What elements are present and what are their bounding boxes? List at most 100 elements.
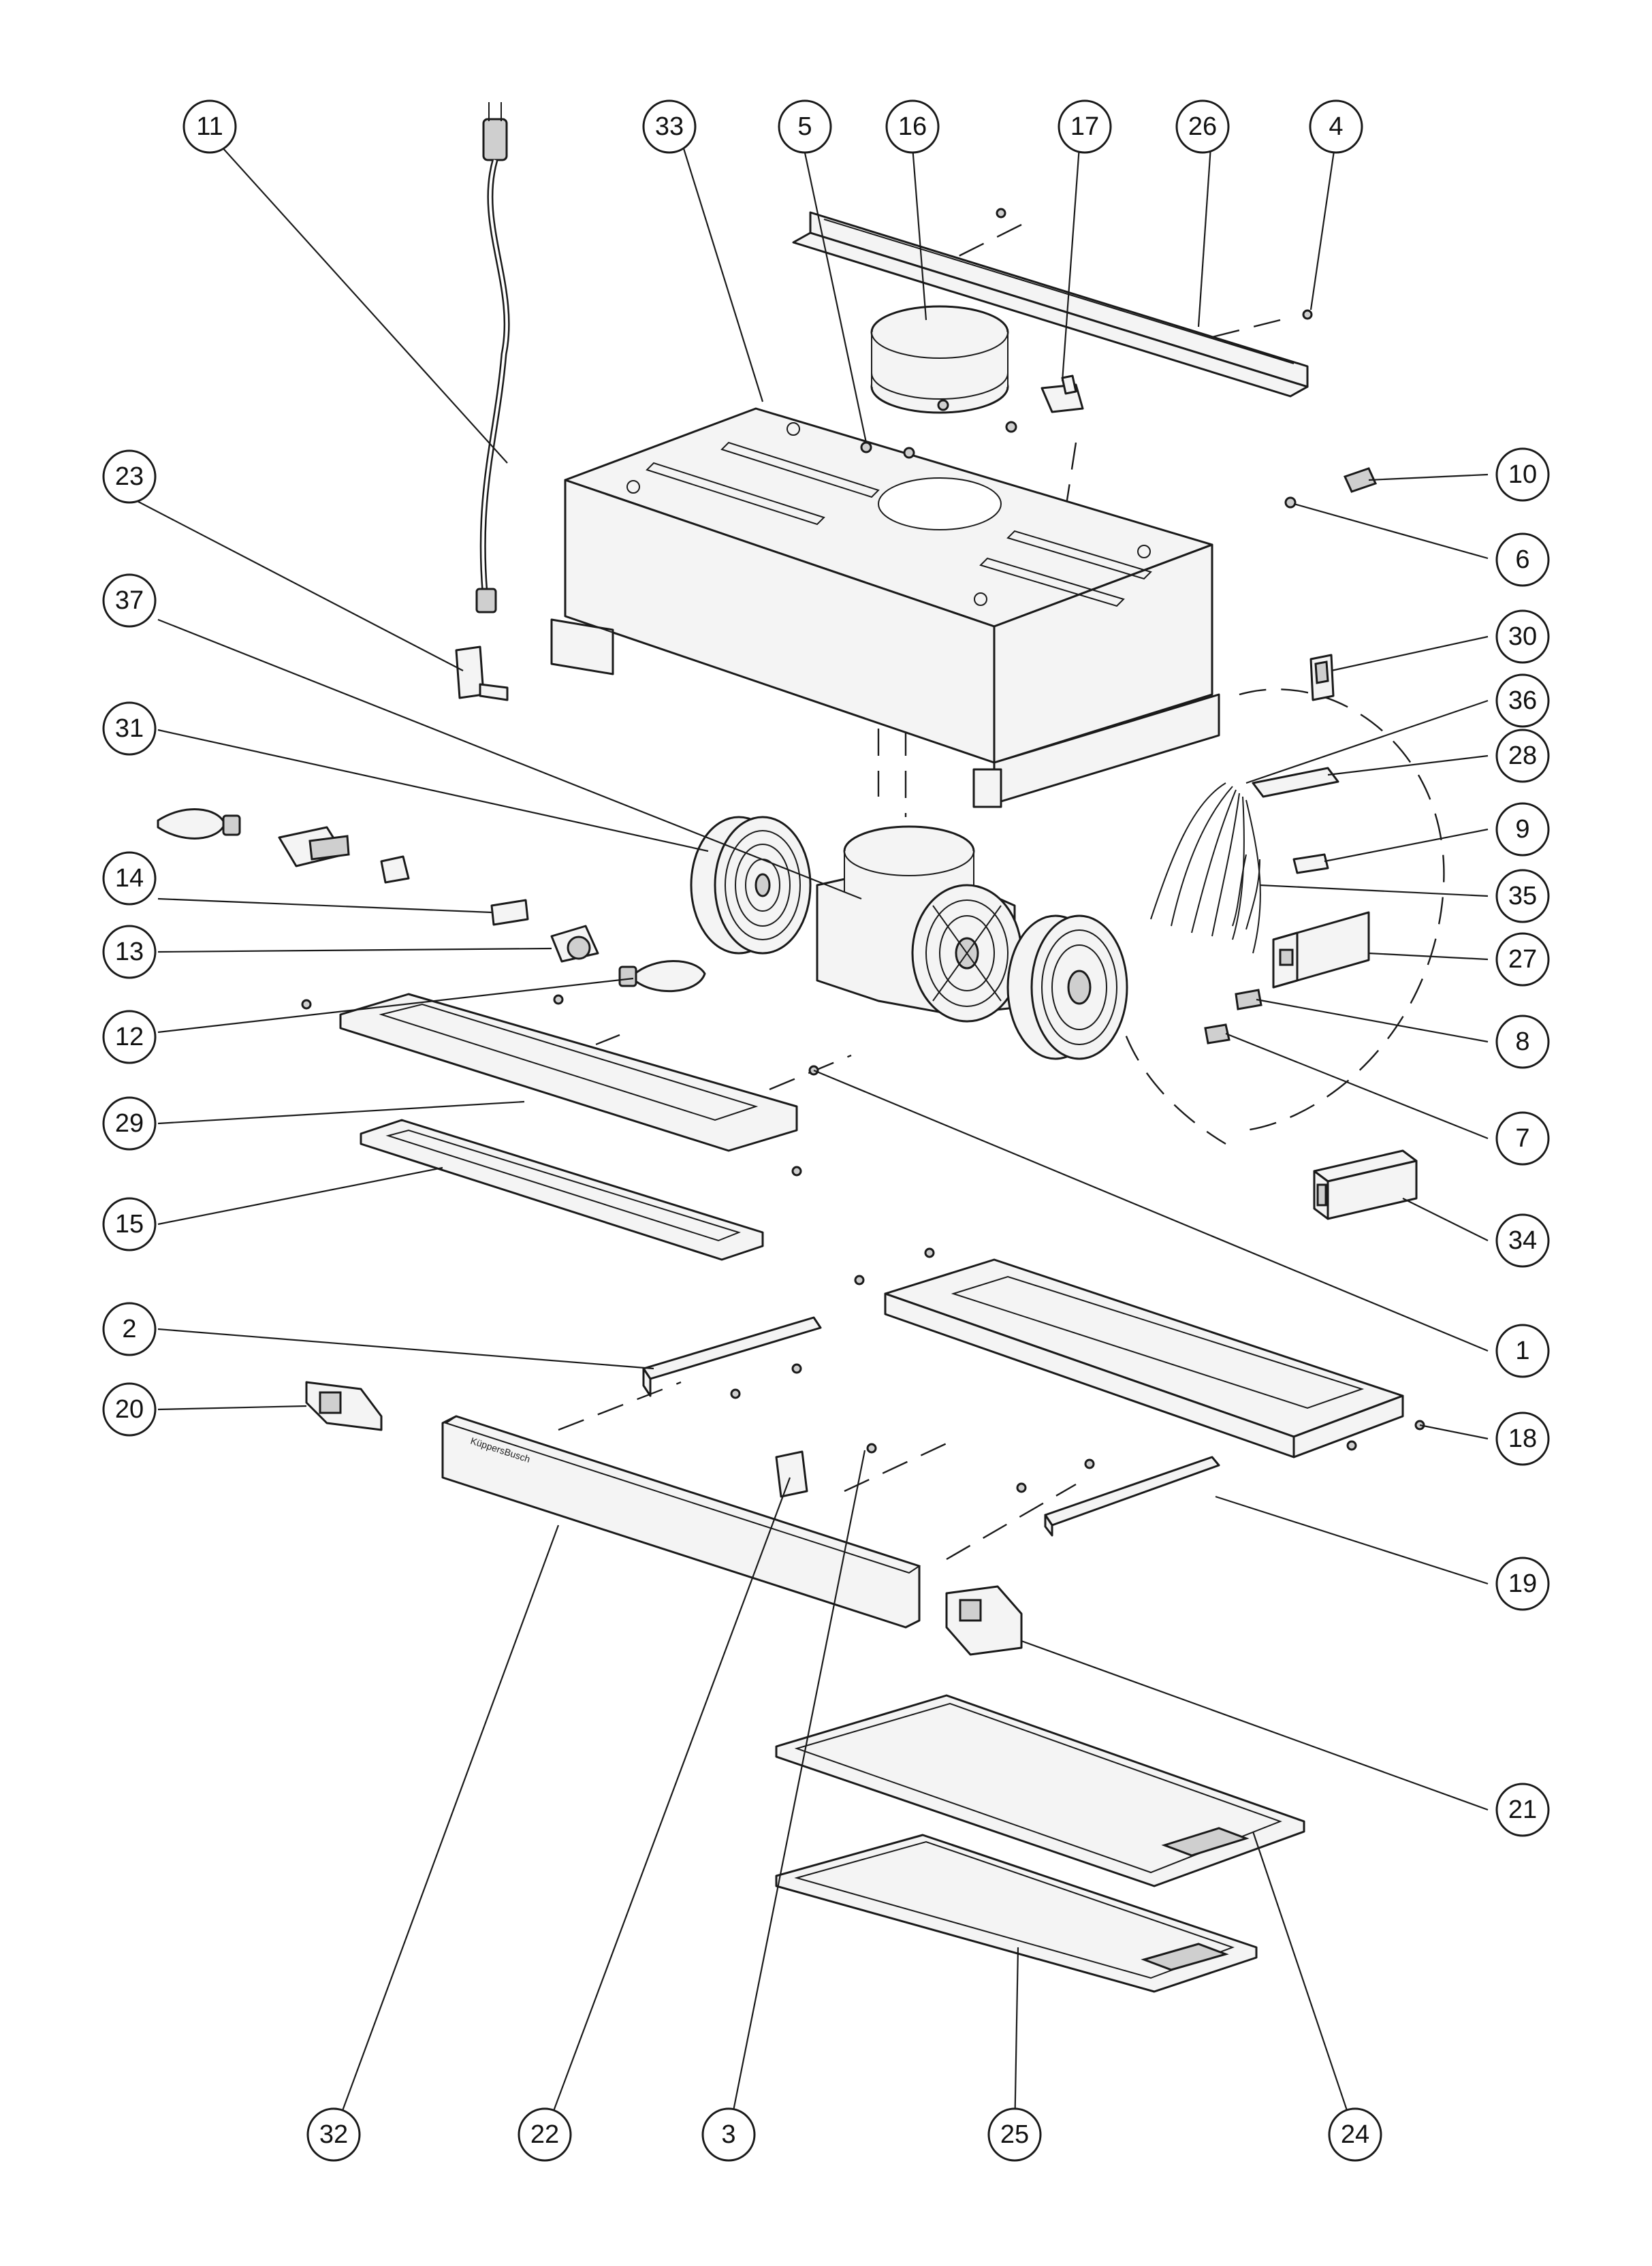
callout-34: 34 [1495,1213,1550,1268]
callout-24-label: 24 [1341,2120,1369,2149]
part-27-switch-box [1272,911,1370,989]
callout-9: 9 [1495,802,1550,857]
callout-6-label: 6 [1515,545,1529,574]
callout-4: 4 [1309,99,1363,154]
callout-19-label: 19 [1508,1569,1537,1598]
screws [301,208,1425,1493]
callout-8: 8 [1495,1015,1550,1069]
callout-20-label: 20 [115,1395,144,1424]
part-21-end-cap-right [945,1585,1023,1656]
callout-30-label: 30 [1508,622,1537,651]
callout-27-label: 27 [1508,945,1537,974]
part-30-clip [1309,654,1335,701]
part-23-holder [455,645,509,701]
part-fan-motor-housing [816,825,1023,1023]
part-fan-wheel-right [1006,914,1128,1060]
callout-7: 7 [1495,1111,1550,1166]
callout-10: 10 [1495,447,1550,502]
callout-13-label: 13 [115,938,144,966]
part-22-bracket [775,1450,808,1498]
callout-16-label: 16 [898,112,927,141]
part-lamp-holder-upper [278,826,350,867]
part-32-front-panel: KüppersBusch [441,1415,921,1629]
callout-4-label: 4 [1329,112,1343,141]
callout-26-label: 26 [1188,112,1217,141]
callout-7-label: 7 [1515,1124,1529,1153]
callout-36-label: 36 [1508,686,1537,715]
callout-3-label: 3 [721,2120,735,2149]
part-11-power-cord [475,102,510,613]
part-28-pcb [1252,767,1339,798]
callout-23: 23 [102,449,157,504]
callout-32: 32 [306,2107,361,2162]
callout-1: 1 [1495,1324,1550,1378]
part-2-slide-rail [642,1316,822,1397]
part-17-bracket [1041,374,1084,413]
callout-21: 21 [1495,1783,1550,1837]
part-9-switch [1292,853,1329,874]
callout-12: 12 [102,1010,157,1064]
part-8-button [1235,989,1262,1010]
callout-33: 33 [642,99,697,154]
part-15-gasket [360,1119,764,1261]
part-7-button [1204,1023,1230,1044]
callout-bubbles: 11 33 5 16 17 26 4 10 [102,99,1550,2162]
callout-10-label: 10 [1508,460,1537,489]
callout-14-label: 14 [115,864,144,893]
callout-11-label: 11 [196,112,223,141]
callout-36: 36 [1495,673,1550,728]
callout-19: 19 [1495,1557,1550,1611]
part-33-main-housing [550,407,1220,808]
callout-32-label: 32 [319,2120,348,2149]
callout-37-label: 37 [115,586,144,615]
part-6-screw [1284,496,1297,509]
callout-2-label: 2 [122,1315,136,1343]
callout-1-label: 1 [1515,1337,1529,1365]
part-10-connector [1343,467,1378,493]
part-29-lamp-frame [339,993,798,1152]
callout-21-label: 21 [1508,1796,1537,1824]
part-26-top-rail [792,211,1309,398]
callout-15-label: 15 [115,1210,144,1239]
callout-23-label: 23 [115,462,144,491]
callout-29: 29 [102,1096,157,1151]
callout-18-label: 18 [1508,1424,1537,1453]
callout-5: 5 [778,99,832,154]
part-34-control-box [1313,1149,1418,1220]
callout-25-label: 25 [1000,2120,1029,2149]
callout-28-label: 28 [1508,741,1537,770]
part-13-lamp-holder [550,925,599,963]
callout-31-label: 31 [115,714,144,743]
callout-37: 37 [102,573,157,628]
callout-2: 2 [102,1302,157,1356]
callout-34-label: 34 [1508,1226,1537,1255]
part-14-clip [490,899,529,926]
callout-17: 17 [1058,99,1112,154]
callout-5-label: 5 [797,112,812,141]
callout-11: 11 [182,99,237,154]
callout-22: 22 [518,2107,572,2162]
callout-9-label: 9 [1515,815,1529,844]
callout-20: 20 [102,1382,157,1437]
callout-13: 13 [102,925,157,979]
callout-18: 18 [1495,1411,1550,1466]
part-31-fan-wheel-left [690,816,812,955]
callout-26: 26 [1175,99,1230,154]
callout-3: 3 [701,2107,756,2162]
callout-30: 30 [1495,609,1550,664]
part-36-wiring-harness [1150,782,1261,954]
part-19-lower-rail [1044,1456,1220,1537]
callout-35-label: 35 [1508,882,1537,910]
part-35-wire [1232,854,1260,930]
callout-8-label: 8 [1515,1027,1529,1056]
callout-25: 25 [987,2107,1042,2162]
callout-24: 24 [1328,2107,1382,2162]
callout-6: 6 [1495,532,1550,587]
part-bulb-upper [157,808,241,840]
callout-15: 15 [102,1197,157,1251]
part-lower-chassis-frame [884,1258,1404,1458]
callout-14: 14 [102,851,157,906]
callout-33-label: 33 [655,112,684,141]
callout-31: 31 [102,701,157,756]
callout-29-label: 29 [115,1109,144,1138]
